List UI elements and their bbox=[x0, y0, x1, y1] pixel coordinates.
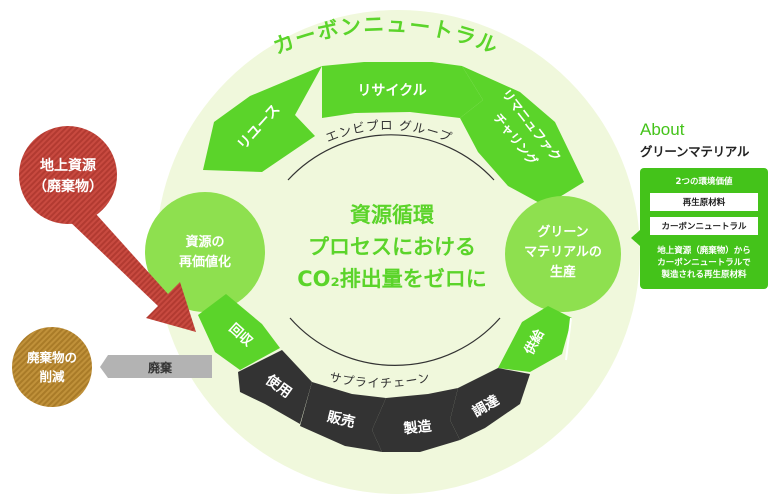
inner-arc-top bbox=[287, 134, 495, 181]
values-label: 2つの環境価値 bbox=[675, 177, 733, 187]
value-recycled-material: 再生原材料 bbox=[650, 193, 758, 211]
green-material-text-3: 生産 bbox=[550, 264, 576, 280]
about-description-line-1: 地上資源（廃棄物）から bbox=[657, 246, 751, 256]
about-description-line-2: カーボンニュートラルで bbox=[657, 258, 751, 268]
segment-recycle[interactable] bbox=[322, 62, 483, 118]
revalorize-text-2: 再価値化 bbox=[179, 254, 231, 270]
about-title: About bbox=[640, 120, 685, 139]
waste-reduction-text-1: 廃棄物の bbox=[27, 350, 77, 365]
above-ground-text-1: 地上資源 bbox=[40, 157, 96, 174]
center-text-2: プロセスにおける bbox=[308, 235, 476, 259]
segment-collection[interactable] bbox=[198, 294, 280, 370]
about-description: 地上資源（廃棄物）から カーボンニュートラルで 製造される再生原材料 bbox=[646, 245, 762, 281]
about-description-line-3: 製造される再生原材料 bbox=[661, 270, 747, 280]
center-text-3: CO₂排出量をゼロに bbox=[297, 267, 486, 291]
segment-remanufacturing[interactable] bbox=[460, 66, 584, 206]
about-info-box: 2つの環境価値 再生原材料 カーボンニュートラル 地上資源（廃棄物）から カーボ… bbox=[631, 168, 768, 289]
about-panel: About グリーンマテリアル 2つの環境価値 再生原材料 カーボンニュートラル… bbox=[631, 120, 780, 289]
segment-supply[interactable] bbox=[498, 306, 572, 372]
value-carbon-neutral: カーボンニュートラル bbox=[650, 217, 758, 235]
disposal-label: 廃棄 bbox=[148, 360, 173, 375]
segment-sales-label: 販売 bbox=[325, 408, 356, 431]
waste-reduction-circle[interactable] bbox=[12, 327, 92, 407]
supply-divider bbox=[565, 317, 572, 361]
revalorize-circle[interactable] bbox=[145, 192, 265, 312]
segment-reuse[interactable] bbox=[203, 66, 322, 172]
about-subtitle: グリーンマテリアル bbox=[640, 144, 750, 159]
circular-economy-diagram: カーボンニュートラル エンビプロ グループ 資源循環 プロセスにおける CO₂排… bbox=[12, 10, 640, 494]
center-text-1: 資源循環 bbox=[350, 203, 435, 227]
inner-arc-bottom bbox=[289, 317, 501, 366]
waste-reduction-text-2: 削減 bbox=[39, 369, 65, 384]
above-ground-circle[interactable] bbox=[19, 126, 117, 224]
segment-sales[interactable] bbox=[300, 382, 386, 452]
green-material-circle[interactable] bbox=[505, 196, 621, 312]
segment-manufacturing[interactable] bbox=[372, 388, 460, 452]
green-material-text-2: マテリアルの bbox=[524, 245, 602, 260]
disposal-arrow bbox=[100, 355, 212, 378]
segment-manufacturing-label: 製造 bbox=[402, 418, 433, 438]
revalorize-text-1: 資源の bbox=[185, 234, 224, 250]
above-ground-arrow bbox=[66, 214, 196, 332]
segment-procurement[interactable] bbox=[450, 368, 530, 440]
above-ground-text-2: （廃棄物） bbox=[33, 178, 103, 195]
segment-recycle-label: リサイクル bbox=[357, 83, 426, 99]
supply-chain-label: サプライチェーン bbox=[328, 370, 432, 390]
segment-use[interactable] bbox=[238, 350, 312, 424]
green-material-text-1: グリーン bbox=[537, 224, 588, 240]
